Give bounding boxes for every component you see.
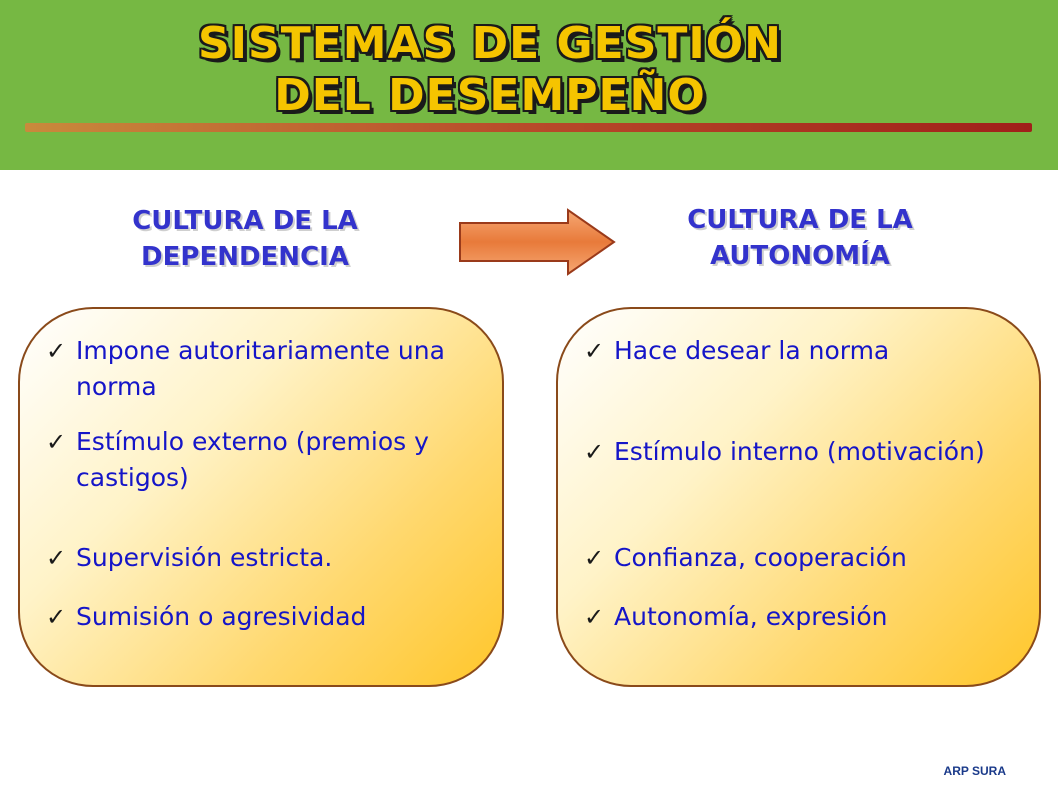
- check-icon: ✓: [584, 438, 605, 466]
- list-item-text: Supervisión estricta.: [76, 543, 333, 572]
- right-arrow-icon: [459, 208, 616, 276]
- check-icon: ✓: [584, 603, 605, 631]
- heading-right-line-1: CULTURA DE LA: [687, 205, 913, 235]
- title-line-2: DEL DESEMPEÑO: [274, 70, 706, 121]
- list-item: ✓ Estímulo interno (motivación): [584, 434, 1054, 470]
- list-item: ✓ Sumisión o agresividad: [46, 599, 516, 635]
- autonomia-box: ✓ Hace desear la norma ✓ Estímulo intern…: [556, 307, 1041, 687]
- heading-left-line-2: DEPENDENCIA: [141, 242, 349, 272]
- check-icon: ✓: [46, 603, 67, 631]
- list-item-text: Impone autoritariamente una norma: [76, 336, 445, 401]
- check-icon: ✓: [46, 337, 67, 365]
- list-item-text: Sumisión o agresividad: [76, 602, 367, 631]
- list-item-text: Hace desear la norma: [614, 336, 890, 365]
- check-icon: ✓: [584, 544, 605, 572]
- list-item: ✓ Hace desear la norma: [584, 333, 1054, 369]
- list-item-text: Confianza, cooperación: [614, 543, 907, 572]
- heading-autonomia: CULTURA DE LA AUTONOMÍA: [620, 202, 980, 274]
- list-item-text: Autonomía, expresión: [614, 602, 888, 631]
- list-item: ✓ Supervisión estricta.: [46, 540, 516, 576]
- list-item: ✓ Confianza, cooperación: [584, 540, 1054, 576]
- list-item: ✓ Autonomía, expresión: [584, 599, 1054, 635]
- title-underline: [25, 123, 1032, 132]
- check-icon: ✓: [46, 428, 67, 456]
- list-item: ✓ Estímulo externo (premios y castigos): [46, 424, 516, 496]
- list-item-text: Estímulo externo (premios y castigos): [76, 427, 429, 492]
- dependencia-box: ✓ Impone autoritariamente una norma ✓ Es…: [18, 307, 504, 687]
- heading-right-line-2: AUTONOMÍA: [710, 241, 890, 271]
- heading-left-line-1: CULTURA DE LA: [132, 206, 358, 236]
- check-icon: ✓: [584, 337, 605, 365]
- list-item: ✓ Impone autoritariamente una norma: [46, 333, 516, 405]
- list-item-text: Estímulo interno (motivación): [614, 437, 985, 466]
- heading-dependencia: CULTURA DE LA DEPENDENCIA: [80, 203, 410, 275]
- footer-brand: ARP SURA: [943, 764, 1006, 778]
- slide-title: SISTEMAS DE GESTIÓN DEL DESEMPEÑO: [40, 18, 940, 122]
- title-banner: [0, 0, 1058, 170]
- title-line-1: SISTEMAS DE GESTIÓN: [197, 18, 783, 69]
- check-icon: ✓: [46, 544, 67, 572]
